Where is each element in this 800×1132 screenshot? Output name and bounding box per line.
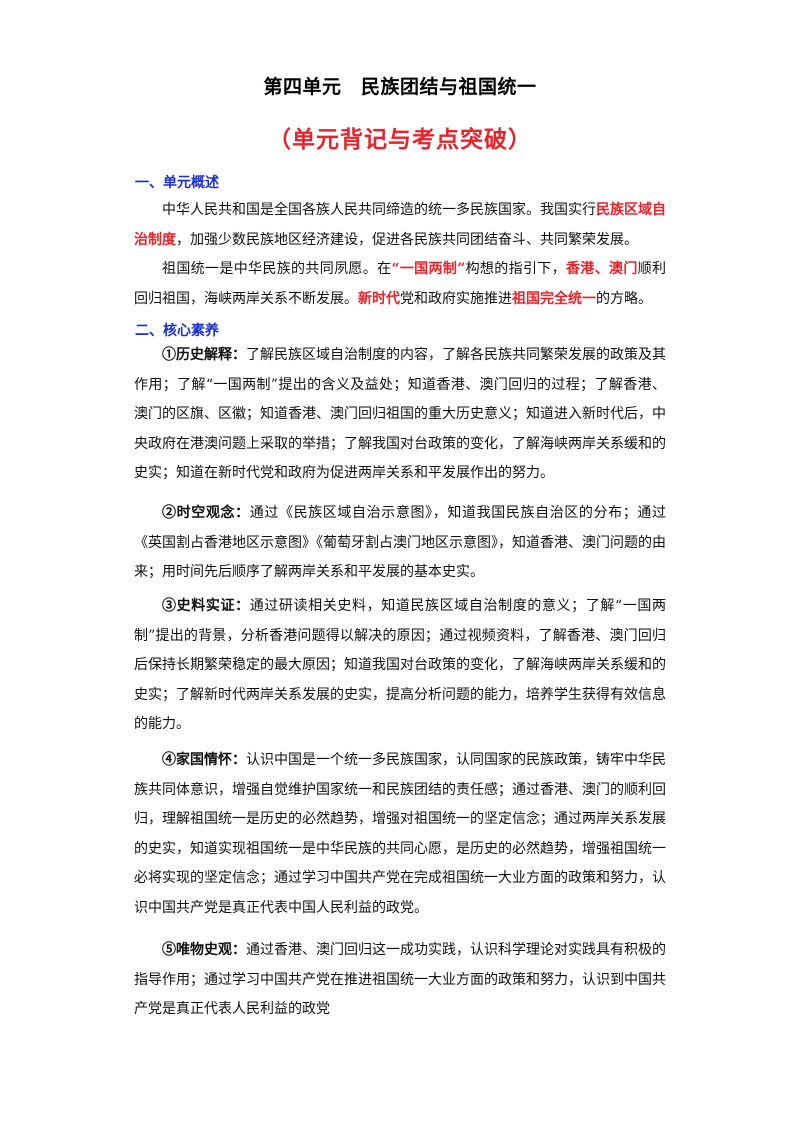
literacy-item-spacetime: ②时空观念：通过《民族区域自治示意图》，知道我国民族自治区的分布；通过《英国割占… [134, 499, 666, 588]
text-run: 中华人民共和国是全国各族人民共同缔造的统一多民族国家。我国实行 [162, 202, 596, 218]
item-text: 了解民族区域自治制度的内容，了解各民族共同繁荣发展的政策及其作用；了解“一国两制… [134, 347, 666, 481]
text-run: 党和政府实施推进 [400, 290, 512, 307]
item-label: ①历史解释： [162, 347, 246, 363]
section-heading-core-literacy: 二、核心素养 [135, 323, 219, 339]
page-subtitle: （单元背记与考点突破） [268, 127, 532, 153]
item-text: 通过《民族区域自治示意图》，知道我国民族自治区的分布；通过《英国割占香港地区示意… [134, 505, 667, 580]
text-run: 构想的指引下， [465, 261, 566, 277]
text-run: 祖国统一是中华民族的共同夙愿。在 [162, 261, 392, 277]
overview-paragraph-1: 中华人民共和国是全国各族人民共同缔造的统一多民族国家。我国实行民族区域自治制度，… [134, 196, 666, 255]
highlight-term: “一国两制” [391, 261, 466, 277]
highlight-term: 香港、澳门 [565, 261, 638, 277]
text-run: 顺利回归祖国，海峡两岸关系不断发展。 [134, 261, 667, 307]
item-label: ②时空观念： [162, 505, 250, 521]
text-run: 的方略。 [596, 290, 652, 307]
highlight-term: 民族区域自治制度 [134, 202, 666, 248]
item-label: ③史料实证： [162, 598, 250, 614]
literacy-item-materialism: ⑤唯物史观：通过香港、澳门回归这一成功实践，认识科学理论对实践具有积极的指导作用… [134, 936, 666, 1025]
text-run: ，加强少数民族地区经济建设，促进各民族共同团结奋斗、共同繁荣发展。 [176, 231, 638, 248]
highlight-term: 祖国完全统一 [512, 290, 596, 307]
overview-paragraph-2: 祖国统一是中华民族的共同夙愿。在“一国两制”构想的指引下，香港、澳门顺利回归祖国… [134, 255, 666, 314]
literacy-item-evidence: ③史料实证：通过研读相关史料，知道民族区域自治制度的意义；了解“一国两制”提出的… [134, 592, 666, 740]
item-label: ⑤唯物史观： [162, 942, 246, 958]
highlight-term: 新时代 [358, 290, 400, 307]
literacy-item-patriotism: ④家国情怀：认识中国是一个统一多民族国家，认同国家的民族政策，铸牢中华民族共同体… [134, 746, 666, 923]
item-text: 通过研读相关史料，知道民族区域自治制度的意义；了解“一国两制”提出的背景，分析香… [134, 598, 667, 732]
section-heading-overview: 一、单元概述 [135, 175, 219, 191]
item-text: 认识中国是一个统一多民族国家，认同国家的民族政策，铸牢中华民族共同体意识，增强自… [134, 752, 666, 916]
literacy-item-history-interpretation: ①历史解释：了解民族区域自治制度的内容，了解各民族共同繁荣发展的政策及其作用；了… [134, 341, 666, 489]
page-title: 第四单元 民族团结与祖国统一 [263, 76, 537, 98]
item-text: 通过香港、澳门回归这一成功实践，认识科学理论对实践具有积极的指导作用；通过学习中… [134, 942, 666, 1017]
item-label: ④家国情怀： [162, 752, 246, 768]
